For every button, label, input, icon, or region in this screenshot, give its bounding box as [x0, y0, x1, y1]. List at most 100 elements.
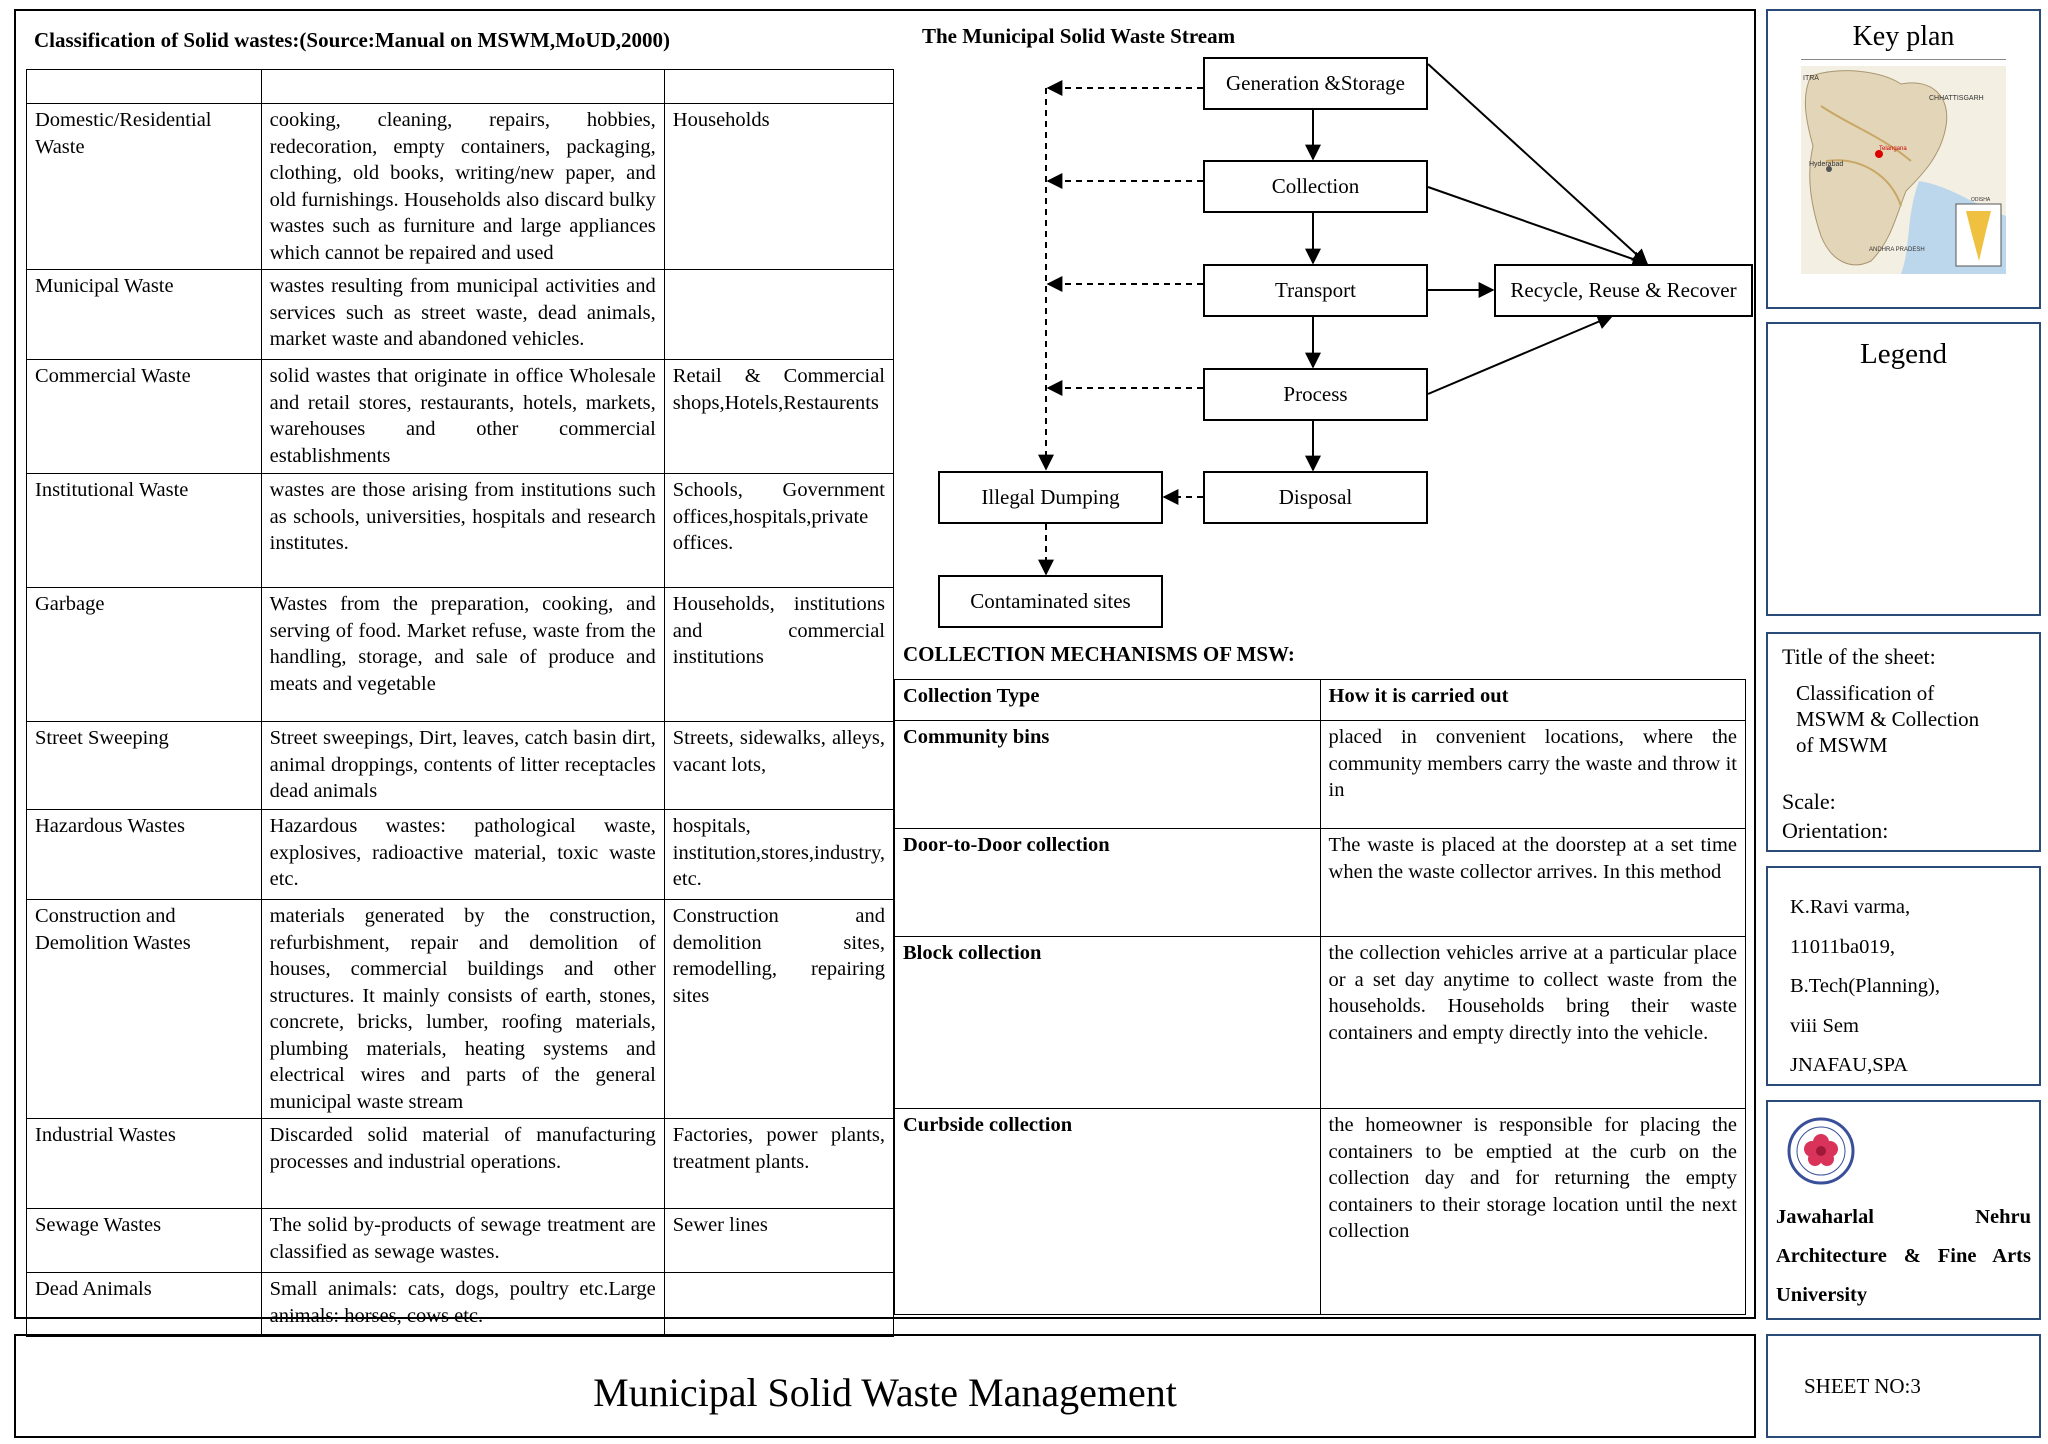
map-label-left: ITRA	[1803, 75, 1819, 82]
method-cell: placed in convenient locations, where th…	[1319, 720, 1747, 829]
method-cell: the homeowner is responsible for placing…	[1319, 1108, 1747, 1315]
source-cell	[663, 1272, 895, 1337]
description-cell: cooking, cleaning, repairs, hobbies, red…	[260, 103, 665, 270]
map-label-city: Hyderabad	[1809, 161, 1843, 168]
node-process: Process	[1203, 368, 1428, 421]
collection-type-cell: Door-to-Door collection	[894, 828, 1321, 937]
source-cell	[663, 269, 895, 360]
source-cell: Households	[663, 103, 895, 270]
keyplan-divider	[1801, 59, 2006, 60]
keyplan-map: ITRA CHHATTISGARH Telangana Hyderabad AN…	[1801, 66, 2006, 274]
map-label-corner: ODISHA	[1971, 197, 1991, 203]
table-header-row: Collection Type How it is carried out	[894, 679, 1747, 721]
collection-type-cell: Curbside collection	[894, 1108, 1321, 1315]
node-generation: Generation &Storage	[1203, 57, 1428, 110]
sheet-number: SHEET NO:3	[1804, 1373, 1921, 1398]
keyplan-panel: Key plan ITRA CHHATTISGARH Telangana Hyd…	[1766, 9, 2041, 309]
map-label-state: ANDHRA PRADESH	[1869, 247, 1925, 253]
main-title: Municipal Solid Waste Management	[593, 1369, 1177, 1415]
author-line: B.Tech(Planning),	[1790, 975, 1941, 997]
university-name: Jawaharlal Nehru Architecture & Fine Art…	[1776, 1206, 2031, 1306]
collection-table: Collection Type How it is carried out Co…	[894, 679, 1747, 1315]
node-disposal: Disposal	[1203, 471, 1428, 524]
description-cell: Discarded solid material of manufacturin…	[260, 1118, 665, 1209]
waste-type-cell: Garbage	[26, 587, 262, 722]
university-logo-icon	[1787, 1117, 1855, 1185]
source-cell: Schools, Government offices,hospitals,pr…	[663, 473, 895, 588]
description-cell: materials generated by the construction,…	[260, 899, 665, 1119]
description-cell: wastes are those arising from institutio…	[260, 473, 665, 588]
description-cell: Street sweepings, Dirt, leaves, catch ba…	[260, 721, 665, 810]
node-collection: Collection	[1203, 160, 1428, 213]
node-transport: Transport	[1203, 264, 1428, 317]
header-cell	[260, 69, 665, 104]
source-cell: Construction and demolition sites, remod…	[663, 899, 895, 1119]
legend-title: Legend	[1860, 338, 1947, 370]
university-panel: Jawaharlal Nehru Architecture & Fine Art…	[1766, 1100, 2041, 1320]
column-header: How it is carried out	[1319, 679, 1747, 721]
description-cell: Wastes from the preparation, cooking, an…	[260, 587, 665, 722]
title-block: Municipal Solid Waste Management	[14, 1334, 1756, 1438]
collection-heading: COLLECTION MECHANISMS OF MSW:	[903, 642, 1295, 666]
waste-type-cell: Construction and Demolition Wastes	[26, 899, 262, 1119]
collection-type-cell: Block collection	[894, 936, 1321, 1109]
collection-type-cell: Community bins	[894, 720, 1321, 829]
node-contaminated-sites: Contaminated sites	[938, 575, 1163, 628]
source-cell: hospitals, institution,stores,industry, …	[663, 809, 895, 900]
description-cell: Small animals: cats, dogs, poultry etc.L…	[260, 1272, 665, 1337]
waste-type-cell: Dead Animals	[26, 1272, 262, 1337]
author-panel: K.Ravi varma, 11011ba019, B.Tech(Planning)…	[1766, 866, 2041, 1086]
orientation-label: Orientation:	[1782, 818, 1889, 843]
method-cell: The waste is placed at the doorstep at a…	[1319, 828, 1747, 937]
sheet-title-text: Classification of MSWM & Collection of M…	[1796, 681, 1980, 757]
waste-type-cell: Commercial Waste	[26, 359, 262, 474]
sheet-number-panel: SHEET NO:3	[1766, 1334, 2041, 1438]
scale-label: Scale:	[1782, 789, 1836, 814]
map-label-highlight: Telangana	[1879, 146, 1907, 152]
arrow-generation-recycle	[1427, 63, 1649, 266]
method-cell: the collection vehicles arrive at a part…	[1319, 936, 1747, 1109]
waste-type-cell: Industrial Wastes	[26, 1118, 262, 1209]
legend-panel: Legend	[1766, 322, 2041, 616]
sheet-title-panel: Title of the sheet: Classification of MS…	[1766, 632, 2041, 852]
description-cell: The solid by-products of sewage treatmen…	[260, 1208, 665, 1273]
waste-type-cell: Street Sweeping	[26, 721, 262, 810]
author-block: K.Ravi varma, 11011ba019, B.Tech(Planning)…	[1790, 888, 1940, 1086]
waste-type-cell: Municipal Waste	[26, 269, 262, 360]
arrow-collection-recycle	[1427, 186, 1649, 267]
author-line: 11011ba019,	[1790, 935, 1895, 958]
classification-heading: Classification of Solid wastes:(Source:M…	[34, 28, 671, 52]
waste-type-cell: Domestic/Residential Waste	[26, 103, 262, 270]
sheet-title-label: Title of the sheet:	[1782, 644, 1936, 669]
description-cell: wastes resulting from municipal activiti…	[260, 269, 665, 360]
column-header: Collection Type	[894, 679, 1321, 721]
author-line: K.Ravi varma,	[1790, 896, 1911, 918]
flow-heading: The Municipal Solid Waste Stream	[922, 24, 1236, 48]
node-illegal-dumping: Illegal Dumping	[938, 471, 1163, 524]
waste-type-cell: Hazardous Wastes	[26, 809, 262, 900]
arrow-process-recycle	[1427, 314, 1614, 395]
source-cell: Households, institutions and commercial …	[663, 587, 895, 722]
author-line: JNAFAU,SPA	[1790, 1054, 1908, 1076]
author-line: viii Sem	[1790, 1014, 1859, 1037]
map-label-top-right: CHHATTISGARH	[1929, 95, 1984, 102]
waste-type-cell: Institutional Waste	[26, 473, 262, 588]
description-cell: Hazardous wastes: pathological waste, ex…	[260, 809, 665, 900]
